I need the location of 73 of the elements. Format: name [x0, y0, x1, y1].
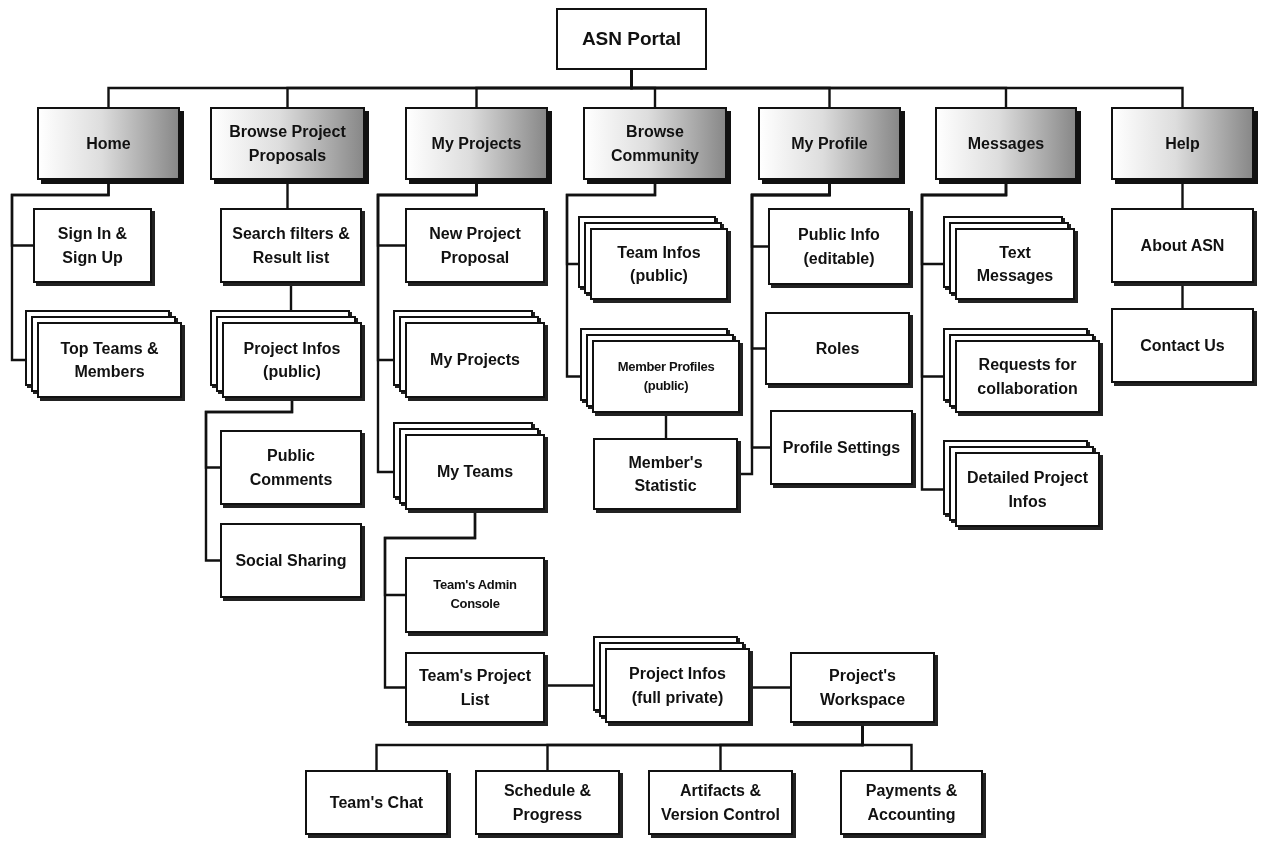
stacked-page-box	[25, 310, 185, 401]
box-label: New Project Proposal	[428, 224, 522, 268]
connector-line	[383, 510, 477, 689]
page-box	[765, 312, 910, 385]
root-box	[556, 8, 707, 70]
box-label: Messages	[967, 133, 1045, 154]
page-box	[648, 770, 793, 835]
box-label: Artifacts & Version Control	[659, 781, 782, 825]
box-label: My Teams	[436, 462, 514, 483]
box-label: ASN Portal	[581, 27, 682, 52]
box-label: Member Profiles (public)	[616, 357, 716, 395]
box-label: Detailed Project Infos	[966, 468, 1089, 512]
page-box	[405, 652, 545, 723]
stacked-page-box	[943, 328, 1103, 416]
page-box	[770, 410, 913, 485]
box-label: My Projects	[431, 133, 522, 154]
stacked-page-box	[580, 328, 743, 416]
page-box	[593, 438, 738, 510]
stacked-page-box	[393, 310, 548, 401]
connector-line	[289, 283, 293, 310]
box-label: Profile Settings	[782, 437, 901, 458]
connector-line	[664, 413, 668, 438]
box-label: Text Messages	[975, 242, 1055, 286]
connector-line	[750, 686, 790, 689]
box-label: My Projects	[430, 350, 520, 371]
box-label: Team's Admin Console	[432, 576, 518, 613]
page-box	[475, 770, 620, 835]
connector-line	[1181, 283, 1184, 308]
box-label: Public Comments	[248, 446, 334, 490]
page-box	[1111, 308, 1254, 383]
connector-line	[861, 723, 913, 770]
connector-line	[545, 684, 593, 687]
box-label: Public Info (editable)	[797, 225, 881, 269]
box-label: Contact Us	[1140, 335, 1225, 356]
box-label: Requests for collaboration	[976, 355, 1079, 399]
stacked-page-box	[943, 216, 1078, 303]
page-box	[790, 652, 935, 723]
box-label: Browse Project Proposals	[228, 122, 347, 166]
connector-line	[204, 398, 294, 562]
box-label: Project Infos (full private)	[628, 664, 727, 708]
box-label: Project's Workspace	[818, 666, 907, 710]
stacked-page-box	[943, 440, 1103, 530]
box-label: Top Teams & Members	[59, 338, 160, 382]
box-label: About ASN	[1140, 235, 1225, 256]
box-label: Schedule & Progress	[502, 781, 593, 825]
stacked-page-box	[593, 636, 753, 726]
page-box	[405, 208, 545, 283]
stacked-page-box	[393, 422, 548, 513]
box-label: Team's Project List	[418, 666, 532, 710]
box-label: Home	[86, 133, 131, 154]
box-label: Search filters & Result list	[231, 224, 351, 268]
page-box	[1111, 208, 1254, 283]
page-box	[840, 770, 983, 835]
box-label: Team's Chat	[329, 792, 424, 813]
box-label: Member's Statistic	[627, 452, 704, 496]
box-label: Browse Community	[610, 122, 700, 166]
stacked-page-box	[578, 216, 731, 303]
box-label: Roles	[815, 338, 860, 359]
page-box	[220, 208, 362, 283]
box-label: My Profile	[791, 133, 868, 154]
box-label: Sign In & Sign Up	[56, 224, 129, 268]
page-box	[305, 770, 448, 835]
page-box	[405, 557, 545, 633]
stacked-page-box	[210, 310, 365, 401]
page-box	[220, 430, 362, 505]
box-label: Team Infos (public)	[616, 242, 702, 286]
page-box	[768, 208, 910, 285]
box-label: Help	[1165, 133, 1200, 154]
box-label: Payments & Accounting	[864, 781, 959, 825]
box-label: Project Infos (public)	[242, 338, 342, 382]
page-box	[220, 523, 362, 598]
page-box	[33, 208, 152, 283]
box-label: Social Sharing	[235, 550, 347, 571]
